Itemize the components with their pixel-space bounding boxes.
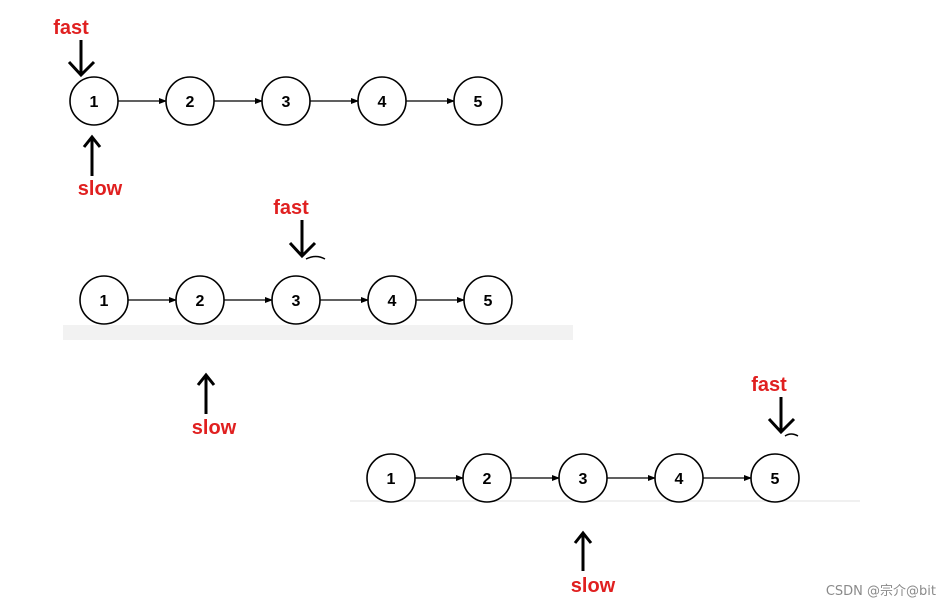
- node-label: 1: [90, 94, 99, 111]
- node-label: 3: [282, 94, 291, 111]
- node-label: 3: [579, 471, 588, 488]
- node-4: 4: [367, 275, 417, 325]
- node-label: 5: [474, 94, 483, 111]
- node-3: 3: [271, 275, 321, 325]
- slow-pointer-arrow: [573, 530, 593, 571]
- diagram-3: 1 2 3 4 5 fast slow: [366, 374, 800, 597]
- node-label: 2: [196, 293, 205, 310]
- watermark: CSDN @宗介@bit: [826, 583, 936, 599]
- fast-label: fast: [751, 374, 787, 396]
- node-label: 2: [186, 94, 195, 111]
- node-1: 1: [79, 275, 129, 325]
- node-label: 4: [675, 471, 684, 488]
- node-3: 3: [558, 453, 608, 503]
- node-5: 5: [750, 453, 800, 503]
- slow-pointer-arrow: [196, 372, 216, 414]
- node-label: 2: [483, 471, 492, 488]
- fast-label: fast: [273, 197, 309, 219]
- fast-pointer-arrow: [67, 40, 96, 78]
- node-1: 1: [366, 453, 416, 503]
- node-5: 5: [463, 275, 513, 325]
- slow-pointer-arrow: [82, 134, 102, 176]
- node-4: 4: [654, 453, 704, 503]
- node-label: 4: [378, 94, 387, 111]
- slow-label: slow: [571, 575, 616, 597]
- node-label: 5: [484, 293, 493, 310]
- node-5: 5: [453, 76, 503, 126]
- node-label: 4: [388, 293, 397, 310]
- node-label: 3: [292, 293, 301, 310]
- diagram-2: 1 2 3 4 5 fast slow: [79, 197, 513, 439]
- node-2: 2: [165, 76, 215, 126]
- node-label: 1: [100, 293, 109, 310]
- slow-label: slow: [78, 178, 123, 200]
- slow-label: slow: [192, 417, 237, 439]
- fast-pointer-arrow: [767, 397, 799, 437]
- background-strip-2: [63, 325, 573, 340]
- diagram-1: 1 2 3 4 5 fast slow: [53, 17, 503, 200]
- node-3: 3: [261, 76, 311, 126]
- node-2: 2: [462, 453, 512, 503]
- fast-pointer-arrow: [288, 220, 326, 260]
- node-label: 1: [387, 471, 396, 488]
- node-4: 4: [357, 76, 407, 126]
- node-1: 1: [69, 76, 119, 126]
- node-label: 5: [771, 471, 780, 488]
- node-2: 2: [175, 275, 225, 325]
- fast-label: fast: [53, 17, 89, 39]
